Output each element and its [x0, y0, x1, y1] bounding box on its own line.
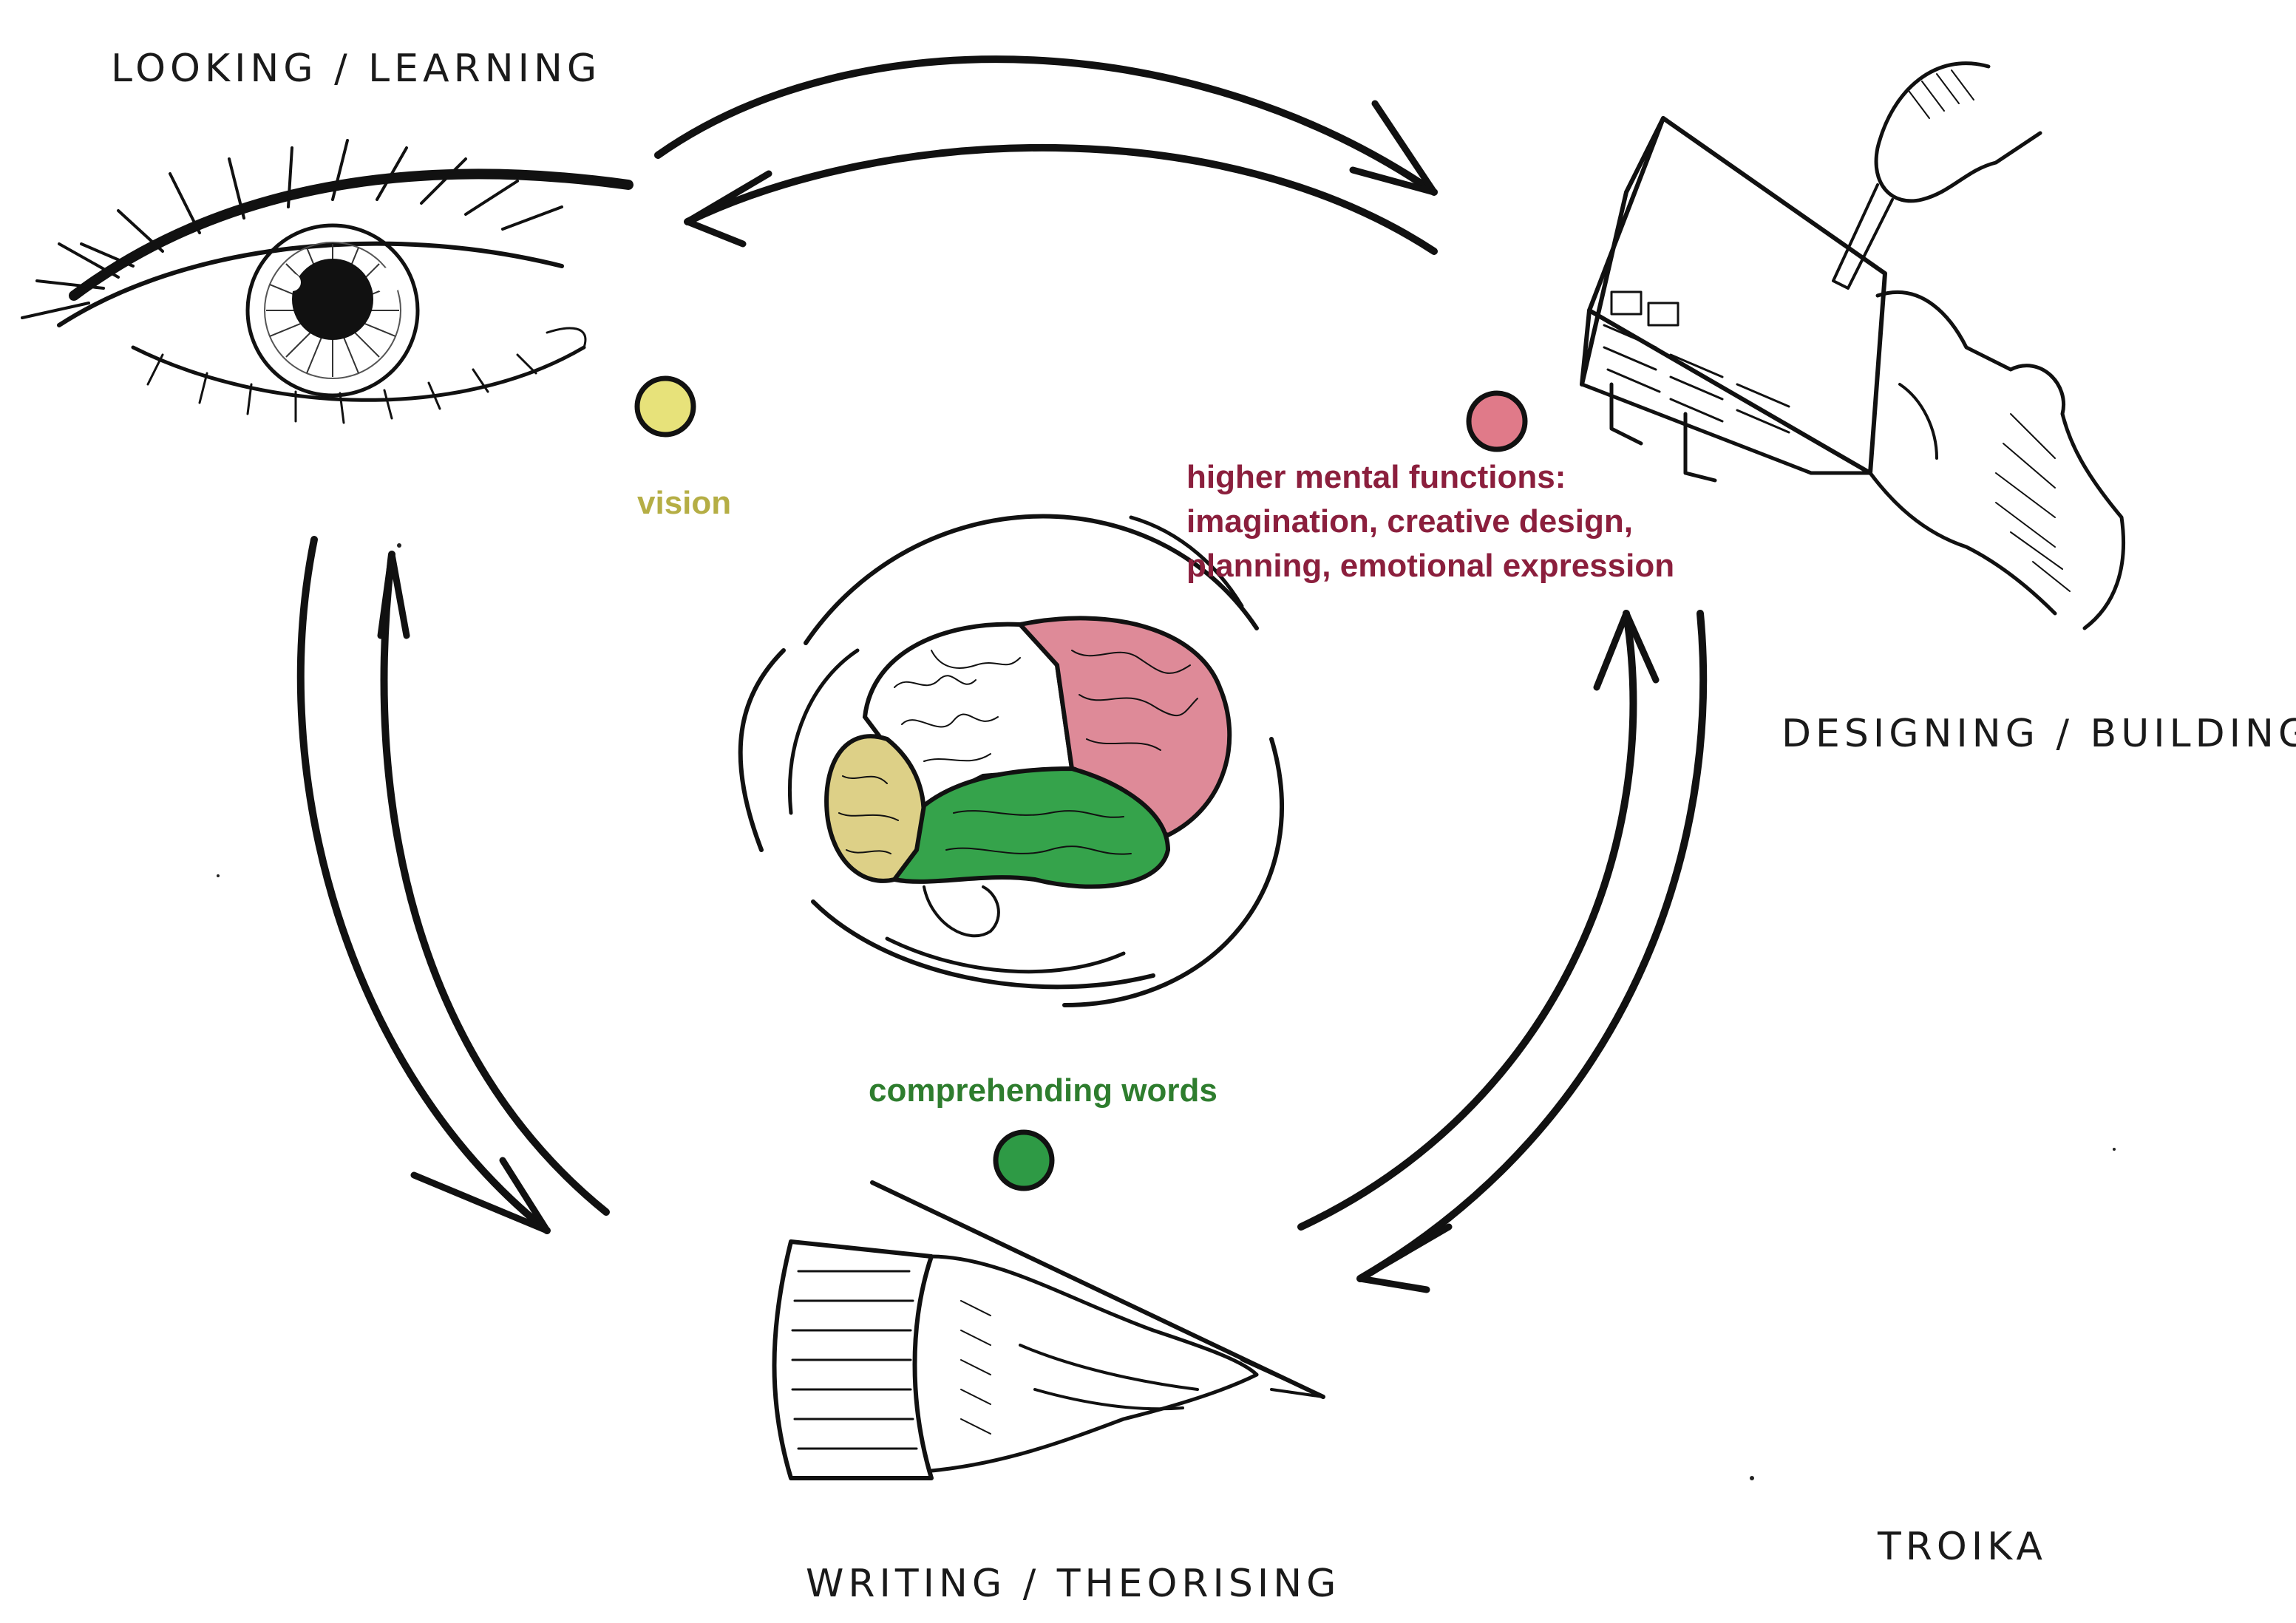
brain-occipital-lobe — [824, 734, 926, 883]
speck — [1750, 1476, 1754, 1480]
brain-icon — [824, 616, 1232, 938]
arrow-looking-to-writing — [296, 536, 551, 1234]
vision-dot — [634, 375, 696, 438]
arrow-designing-to-looking — [684, 143, 1438, 255]
annotation-higher-line-2: imagination, creative design, — [1186, 503, 1633, 540]
speck — [217, 874, 220, 877]
speck — [397, 543, 401, 548]
label-troika: TROIKA — [1877, 1525, 2047, 1569]
speck — [2113, 1148, 2116, 1151]
arrow-designing-to-writing — [1356, 610, 1708, 1293]
higher-functions-dot — [1466, 390, 1528, 452]
arrow-writing-to-designing — [1297, 610, 1660, 1231]
annotation-higher-line-1: higher mental functions: — [1186, 459, 1566, 495]
label-writing-theorising: WRITING / THEORISING — [806, 1562, 1340, 1606]
inner-cycle-arrows — [738, 514, 1285, 1007]
arrow-writing-to-looking — [377, 551, 610, 1216]
annotation-comprehending-words: comprehending words — [869, 1072, 1217, 1109]
brain-temporal-lobe — [890, 766, 1171, 889]
hand-writing-with-pen-icon — [772, 1180, 1325, 1480]
words-dot — [993, 1129, 1055, 1191]
annotation-higher-line-3: planning, emotional expression — [1186, 548, 1674, 584]
arrow-looking-to-designing — [654, 55, 1438, 196]
label-designing-building: DESIGNING / BUILDING — [1782, 712, 2296, 756]
annotation-vision: vision — [637, 485, 731, 521]
eye-icon — [21, 139, 634, 424]
label-looking-learning: LOOKING / LEARNING — [111, 47, 601, 91]
hands-building-model-icon — [1580, 61, 2125, 630]
